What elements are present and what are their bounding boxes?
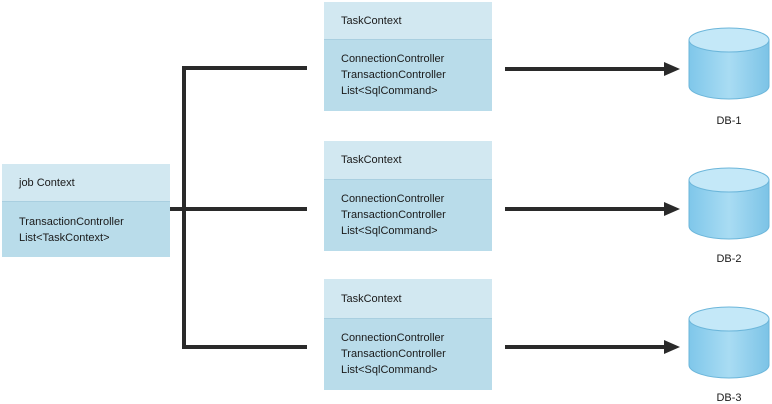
job-context-box: job Context TransactionController List<T… xyxy=(2,164,170,257)
task-context-body: ConnectionController TransactionControll… xyxy=(324,319,492,390)
task-context-line: TransactionController xyxy=(341,209,446,221)
arrowhead-db-2 xyxy=(664,202,680,216)
job-context-title: job Context xyxy=(2,164,170,202)
database-icon-db-1 xyxy=(688,27,770,100)
task-context-line: TransactionController xyxy=(341,69,446,81)
job-context-line: TransactionController xyxy=(19,216,124,228)
task-context-title: TaskContext xyxy=(324,141,492,180)
arrowhead-db-3 xyxy=(664,340,680,354)
task-context-line: ConnectionController xyxy=(341,332,445,344)
db-label: DB-3 xyxy=(716,392,742,404)
task-context-body: ConnectionController TransactionControll… xyxy=(324,180,492,251)
task-context-line: List<SqlCommand> xyxy=(341,85,438,97)
task-context-title: TaskContext xyxy=(324,2,492,40)
database-icon-db-3 xyxy=(688,306,770,379)
task-context-line: List<SqlCommand> xyxy=(341,364,438,376)
task-context-box-1: TaskContext ConnectionController Transac… xyxy=(324,2,492,111)
task-context-line: TransactionController xyxy=(341,348,446,360)
job-context-body: TransactionController List<TaskContext> xyxy=(2,202,170,257)
task-context-box-3: TaskContext ConnectionController Transac… xyxy=(324,279,492,390)
arrowhead-db-1 xyxy=(664,62,680,76)
db-label: DB-2 xyxy=(716,253,742,265)
job-context-line: List<TaskContext> xyxy=(19,232,110,244)
db-label: DB-1 xyxy=(716,115,742,127)
task-context-line: ConnectionController xyxy=(341,193,445,205)
task-context-body: ConnectionController TransactionControll… xyxy=(324,40,492,111)
task-context-line: ConnectionController xyxy=(341,53,445,65)
database-icon-db-2 xyxy=(688,167,770,240)
task-context-box-2: TaskContext ConnectionController Transac… xyxy=(324,141,492,251)
task-context-line: List<SqlCommand> xyxy=(341,225,438,237)
task-context-title: TaskContext xyxy=(324,279,492,319)
